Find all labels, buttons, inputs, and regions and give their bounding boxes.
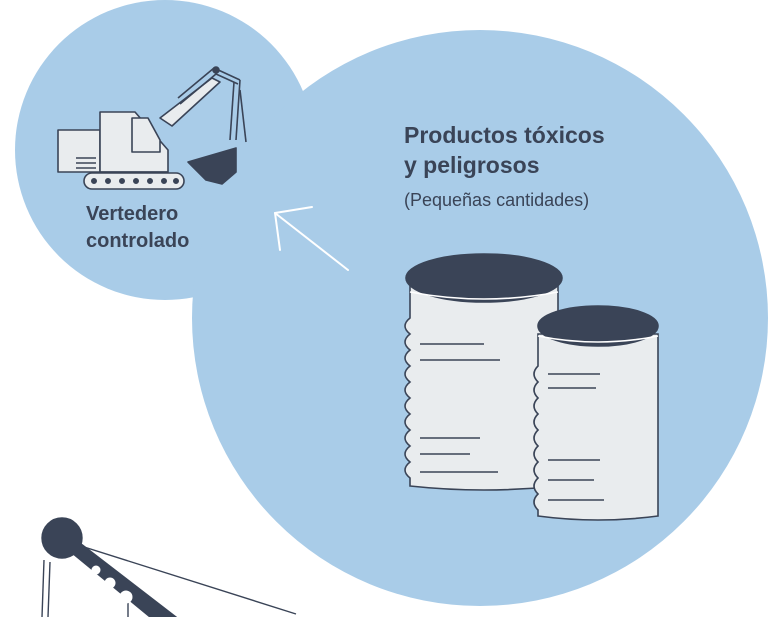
crane-icon — [41, 517, 297, 617]
toxic-title-line2: y peligrosos — [404, 152, 540, 178]
landfill-label-line2: controlado — [86, 230, 190, 252]
barrel-large-icon — [404, 253, 563, 491]
arrow-icon — [274, 206, 349, 271]
barrel-small-icon — [533, 305, 659, 521]
toxic-subtitle: (Pequeñas cantidades) — [404, 190, 590, 210]
toxic-title-line1: Productos tóxicos — [404, 122, 605, 148]
landfill-label-line1: Vertedero — [86, 203, 179, 225]
excavator-icon — [57, 66, 247, 190]
